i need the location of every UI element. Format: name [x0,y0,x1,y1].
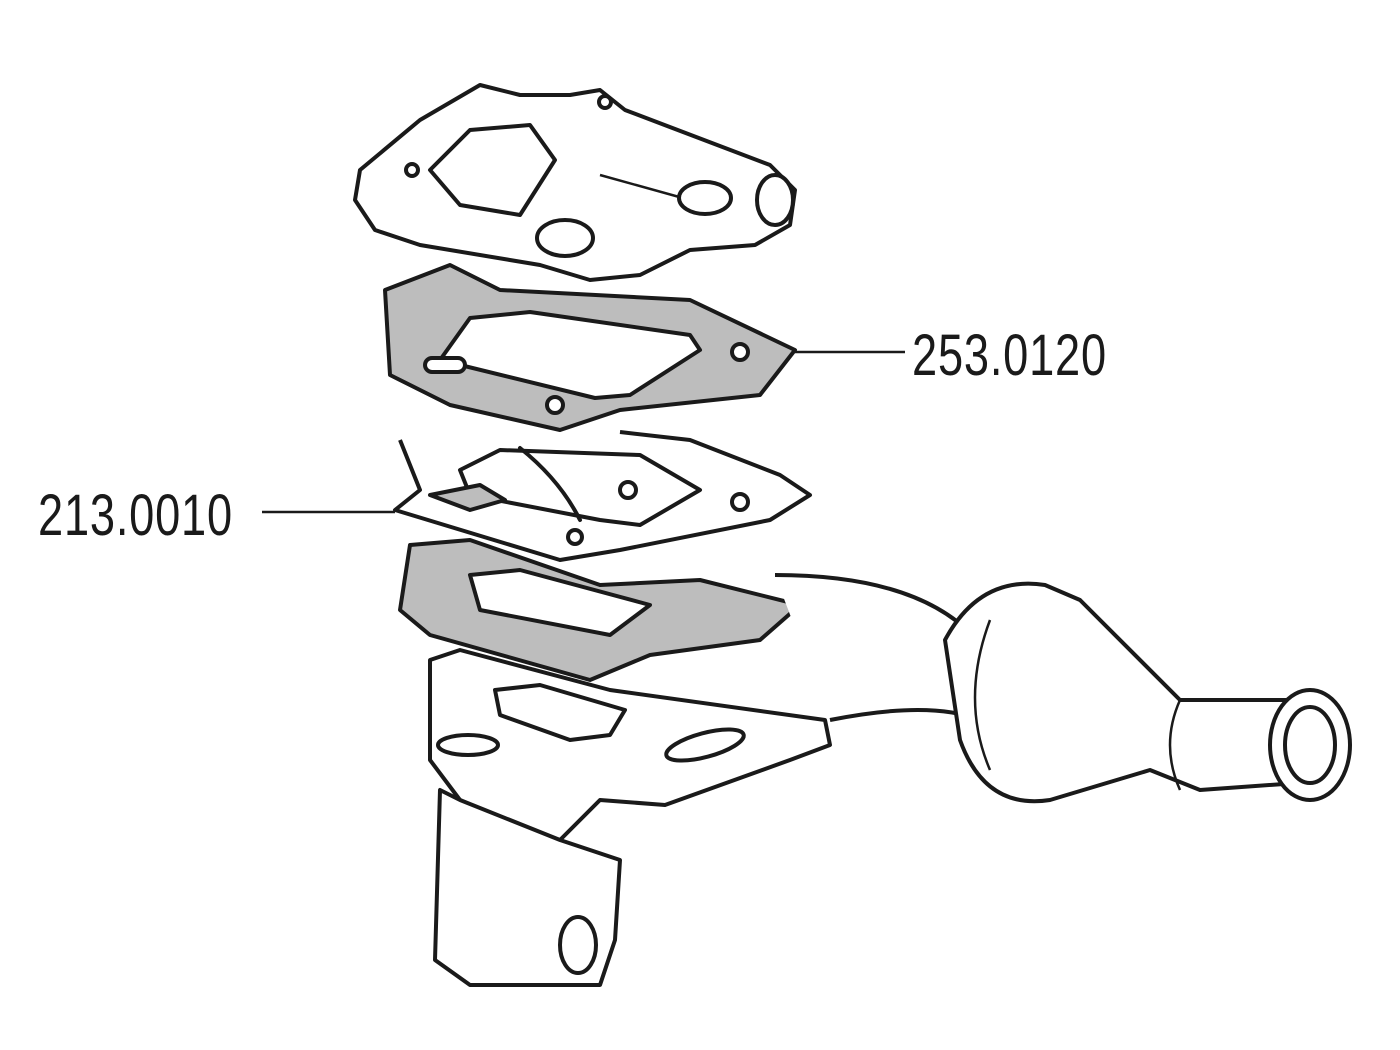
part-label-253-0120: 253.0120 [912,323,1107,388]
reed-valve-part [393,430,812,562]
part-label-213-0010: 213.0010 [38,483,233,548]
lower-gasket-part [398,538,802,682]
intake-manifold-part [428,573,1352,987]
reed-cover-part [353,83,797,282]
upper-gasket-part [383,263,797,432]
